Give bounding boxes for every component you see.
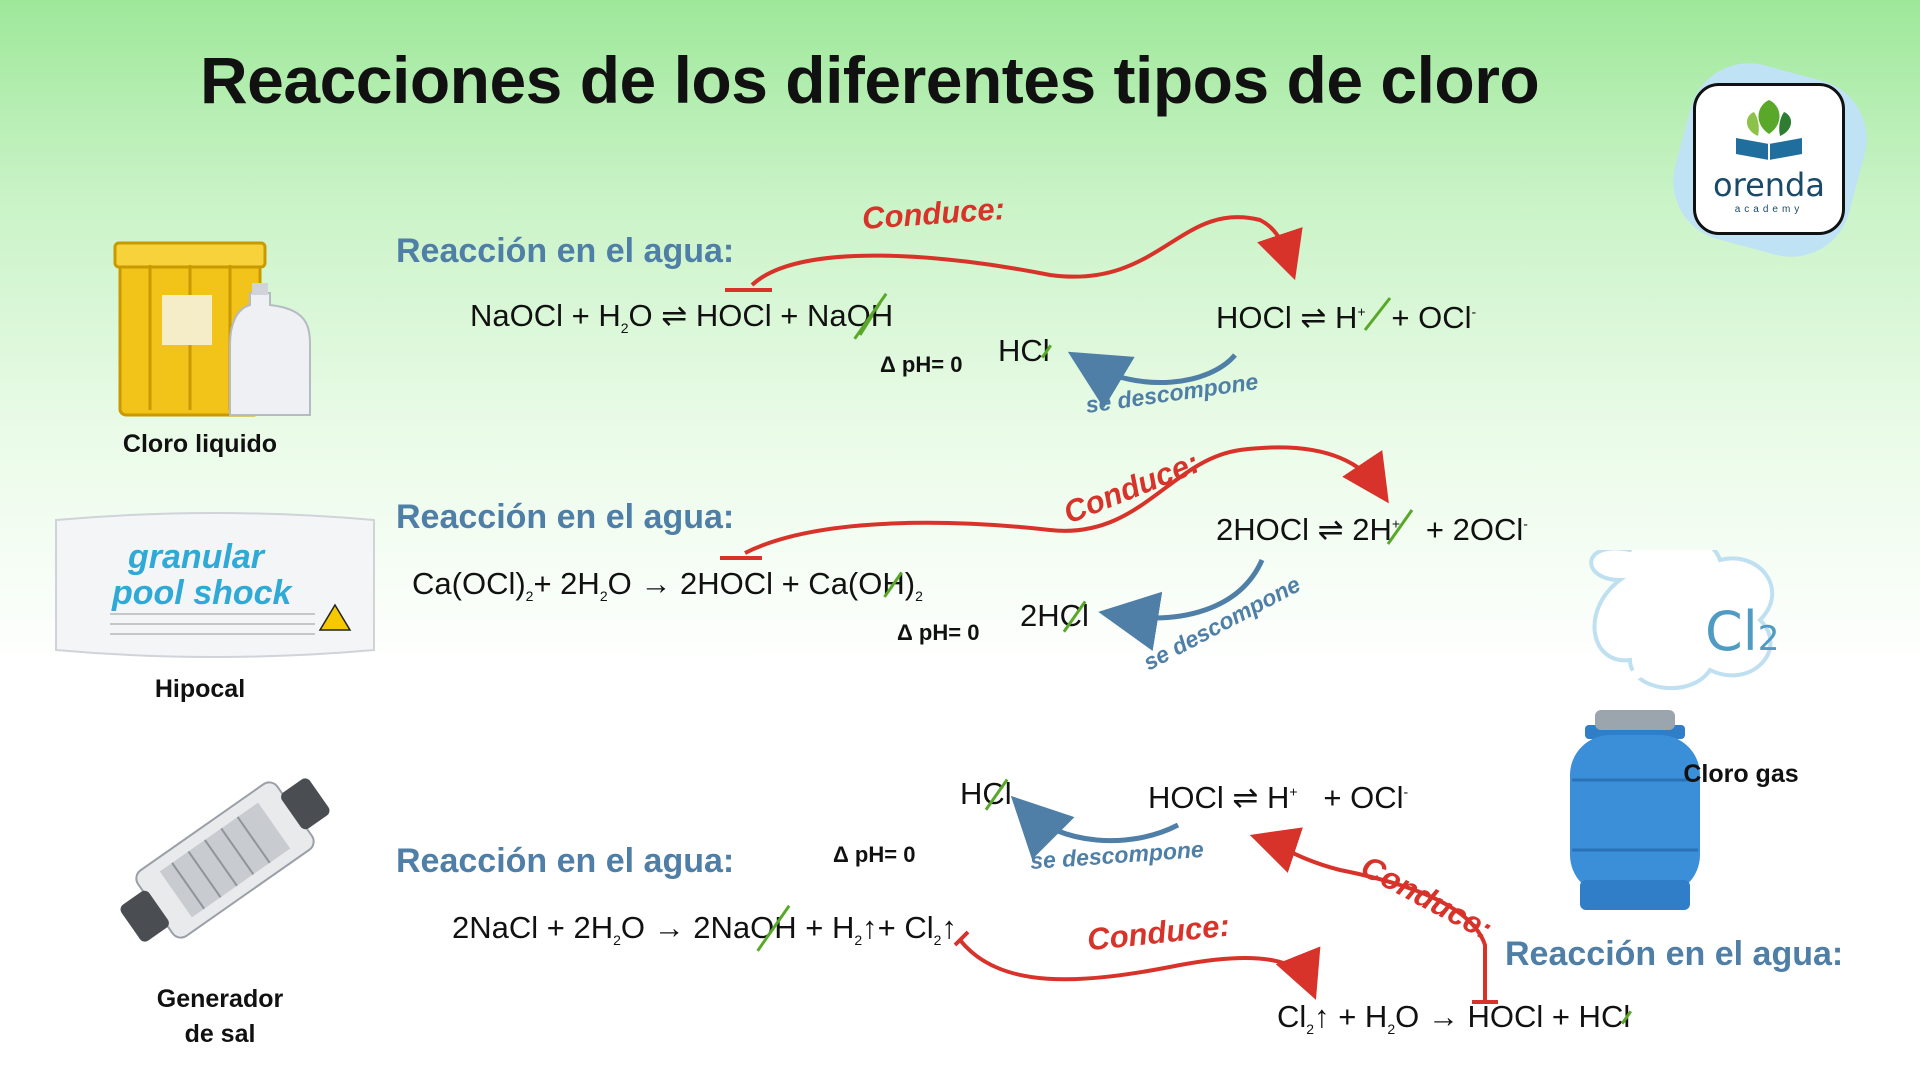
eq2-part-a: Ca(OCl) bbox=[412, 566, 526, 601]
eq4-part-a: Cl bbox=[1277, 999, 1307, 1034]
eq3-hocl: HOCl ⇌ H bbox=[1148, 780, 1290, 815]
eq2-ocl: + 2OCl bbox=[1425, 512, 1524, 547]
eq3-part-b: O → 2Na bbox=[620, 910, 751, 945]
hipocal-label: Hipocal bbox=[154, 675, 246, 703]
eq3-ocl: + OCl bbox=[1323, 780, 1404, 815]
eq2-part-e: ) bbox=[904, 566, 916, 601]
hcl3-a: H bbox=[960, 776, 983, 811]
conduce-arrow-2 bbox=[720, 445, 1389, 560]
eq3-part-d: + H bbox=[805, 910, 855, 945]
hcl2-a: 2H bbox=[1020, 598, 1060, 633]
eq1-ocl: + OCl bbox=[1391, 300, 1472, 335]
hcl-1: HCl bbox=[998, 333, 1050, 369]
descompone-arrow-2 bbox=[1098, 558, 1265, 651]
eq4-part-b: + H bbox=[1338, 999, 1388, 1034]
book-leaf-icon bbox=[1736, 100, 1802, 160]
logo-sub: academy bbox=[1734, 204, 1804, 215]
eq3-part-a: 2NaCl + 2H bbox=[452, 910, 614, 945]
eq3-struck-oh: OH bbox=[750, 910, 797, 945]
liquid-chlorine-image bbox=[113, 241, 311, 417]
eq4-part-c: O → HOCl + HC bbox=[1395, 999, 1624, 1034]
reaction-label-2: Reacción en el agua: bbox=[396, 498, 735, 536]
hcl-3: HCl bbox=[960, 776, 1012, 812]
equation-3: 2NaCl + 2H2O → 2NaOH + H2↑+ Cl2↑ bbox=[452, 910, 957, 949]
conduce-arrow-3 bbox=[953, 930, 1321, 1000]
equation-2: Ca(OCl)2+ 2H2O → 2HOCl + Ca(OH)2 bbox=[412, 566, 923, 605]
salt-generator-label-1: Generador bbox=[156, 985, 284, 1013]
equation-4: Cl2↑ + H2O → HOCl + HCl bbox=[1277, 999, 1631, 1038]
delta-ph-3: Δ pH= 0 bbox=[833, 842, 916, 867]
conduce-arrow-4 bbox=[1249, 827, 1498, 1004]
eq3-part-e: + Cl bbox=[877, 910, 934, 945]
liquid-chlorine-label: Cloro liquido bbox=[122, 430, 278, 458]
descompone-arrow-3 bbox=[1010, 795, 1180, 860]
reaction-label-1: Reacción en el agua: bbox=[396, 232, 735, 270]
equation-1: NaOCl + H2O ⇌ HOCl + NaOH bbox=[470, 298, 894, 337]
eq1-h: H bbox=[1334, 300, 1358, 335]
eq1-part-a: NaOCl + H bbox=[470, 298, 621, 333]
bag-title-2: pool shock bbox=[111, 574, 294, 612]
eq2-part-b: + 2H bbox=[533, 566, 600, 601]
delta-ph-1: Δ pH= 0 bbox=[880, 352, 963, 377]
reaction-label-3: Reacción en el agua: bbox=[396, 842, 735, 880]
page-title: Reacciones de los diferentes tipos de cl… bbox=[200, 43, 1540, 117]
hcl-2: 2HCl bbox=[1020, 598, 1089, 634]
equilibrium-3: HOCl ⇌ H+ + OCl- bbox=[1148, 780, 1409, 815]
equilibrium-2: 2HOCl ⇌ 2H+ + 2OCl- bbox=[1216, 512, 1528, 547]
gas-label: Cloro gas bbox=[1683, 760, 1799, 788]
eq1-hocl: HOCl ⇌ bbox=[1216, 300, 1335, 335]
conduce-arrow-1 bbox=[725, 215, 1303, 292]
salt-generator-label-2: de sal bbox=[184, 1020, 256, 1048]
equilibrium-1: HOCl ⇌ H+ + OCl- bbox=[1216, 300, 1477, 335]
gas-cylinder-image bbox=[1570, 550, 1775, 910]
eq2-part-c: O → 2HOCl + Ca(O bbox=[607, 566, 883, 601]
hcl3-b: Cl bbox=[982, 776, 1012, 811]
hcl2-b: Cl bbox=[1059, 598, 1089, 633]
delta-ph-2: Δ pH= 0 bbox=[897, 620, 980, 645]
reaction-label-4: Reacción en el agua: bbox=[1505, 935, 1844, 973]
orenda-logo: orenda academy bbox=[1693, 83, 1845, 235]
eq2-struck-h: H bbox=[882, 566, 905, 601]
hipocal-bag-image: granular pool shock bbox=[55, 512, 375, 658]
descompone-arrow-1 bbox=[1067, 351, 1237, 409]
eq2-hocl: 2HOCl ⇌ 2 bbox=[1216, 512, 1370, 547]
logo-brand: orenda bbox=[1713, 166, 1825, 204]
hcl1-b: l bbox=[1042, 333, 1050, 368]
salt-generator-image bbox=[120, 778, 330, 942]
gas-cloud-formula: Cl2 bbox=[1705, 600, 1780, 663]
eq4-struck-l: l bbox=[1623, 999, 1631, 1034]
bag-title-1: granular bbox=[127, 538, 266, 576]
eq2-h: H bbox=[1369, 512, 1392, 547]
hcl1-a: HC bbox=[998, 333, 1043, 368]
eq1-part-b: O ⇌ HOCl + Na bbox=[628, 298, 847, 333]
eq1-struck-oh: OH bbox=[846, 298, 894, 333]
